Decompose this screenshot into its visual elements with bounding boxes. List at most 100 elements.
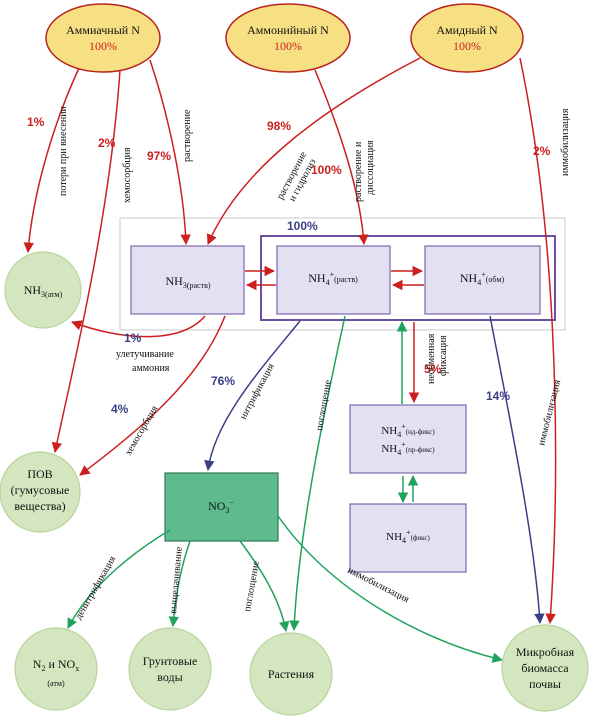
- arrow-nitrification: [204, 320, 301, 472]
- nh3-dissolved-sub: 3(раств): [183, 281, 211, 290]
- pool-nh4-exchangeable: NH4+(обм): [424, 245, 541, 315]
- nh4-exchangeable-base: NH: [460, 271, 478, 285]
- arrow-application-loss: [23, 67, 80, 254]
- pov-line1: ПОВ: [27, 467, 52, 481]
- svg-text:NH4+(раств): NH4+(раств): [308, 270, 358, 287]
- source-amide-name: Амидный N: [436, 23, 498, 37]
- label-ammonia-chemosorption: хемосорбция: [122, 147, 133, 203]
- pct-application-loss: 1%: [27, 115, 45, 129]
- nh4-nd-fiks-base: NH: [381, 425, 397, 437]
- label-nh3-chemosorption: хемосорбция: [123, 404, 161, 458]
- pct-nonexchange-fixation: 5%: [424, 362, 442, 376]
- label-nonexchange-fixation-2: фиксация: [438, 335, 449, 376]
- arrow-ammonia-chemosorption: [51, 69, 121, 454]
- nh4-pr-fiks-sub: 4: [397, 448, 401, 457]
- svg-text:NH3(атм): NH3(атм): [24, 283, 63, 299]
- arrow-nh4-immobilization: [489, 315, 545, 625]
- pov-line2: (гумусовые: [11, 483, 70, 497]
- n2-mid: и NO: [45, 657, 75, 671]
- nh4-fixed-sup: +: [406, 528, 411, 537]
- pct-nh4-immobilization: 14%: [486, 389, 510, 403]
- groundwater-line2: воды: [157, 670, 182, 684]
- svg-text:NH4+(пр-фикс): NH4+(пр-фикс): [381, 440, 435, 457]
- nh4-exchangeable-sup: +: [481, 270, 486, 279]
- nh4-exchangeable-sub: 4: [477, 278, 481, 287]
- no3-sup: −: [229, 498, 234, 507]
- label-application-loss: потери при внесении: [58, 105, 69, 196]
- pov-line3: вещества): [14, 499, 65, 513]
- arrow-volatilization: [71, 315, 206, 338]
- label-amide-immobilization: иммобилизация: [560, 108, 571, 176]
- sink-groundwater: Грунтовые воды: [128, 627, 212, 711]
- svg-text:NH4+(обм): NH4+(обм): [460, 270, 505, 287]
- sink-soil-organic-matter: ПОВ (гумусовые вещества): [0, 451, 81, 533]
- n2-sub: 2: [41, 664, 45, 673]
- arrow-nitrate-immobilization: [277, 515, 504, 663]
- label-leaching: выщелачивание: [168, 546, 185, 614]
- label-denitrification: денитрификация: [73, 554, 118, 622]
- nh4-pr-fiks-sup: +: [401, 440, 406, 449]
- nh4-nd-fiks-state: (нд-фикс): [406, 428, 436, 436]
- pool-nh4-dissolved: NH4+(раств): [276, 245, 391, 315]
- source-ammonium-nitrogen: Аммонийный N 100%: [225, 3, 351, 73]
- nh4-fixed-state: (фикс): [411, 534, 431, 542]
- nh4-dissolved-state: (раств): [334, 275, 358, 284]
- sink-n2-nox-atmosphere: N2 и NOx (атм): [14, 627, 98, 711]
- source-amide-pct: 100%: [453, 39, 481, 53]
- no3-base: NO: [208, 499, 226, 513]
- nh4-pr-fiks-base: NH: [381, 443, 397, 455]
- nh4-exchangeable-state: (обм): [486, 275, 505, 284]
- arrow-nitrate-plant-uptake: [239, 540, 290, 633]
- pct-ammonium-dissociation: 100%: [311, 163, 342, 177]
- source-ammonium-pct: 100%: [274, 39, 302, 53]
- arrow-amide-hydrolysis: [206, 57, 421, 245]
- arrow-ammonia-dissolution: [149, 59, 191, 246]
- svg-text:NH4+(фикс): NH4+(фикс): [386, 528, 430, 545]
- arrow-nh3-chemosorption: [79, 315, 226, 476]
- label-ammonia-dissolution: растворение: [182, 109, 193, 162]
- source-ammonia-name: Аммиачный N: [66, 23, 140, 37]
- n2-base: N: [33, 657, 42, 671]
- nh3-atm-base: NH: [24, 283, 42, 297]
- pool-nh4-fixed: NH4+(фикс): [349, 503, 467, 573]
- sink-plants: Растения: [249, 632, 333, 716]
- label-volatilization-1: улетучивание: [116, 349, 174, 360]
- pct-ammonia-dissolution: 97%: [147, 149, 171, 163]
- sink-microbial-biomass: Микробная биомасса почвы: [501, 624, 589, 712]
- label-ammonium-dissociation-2: диссоциация: [365, 140, 376, 195]
- pct-ammonia-chemosorption: 2%: [98, 136, 116, 150]
- pool-nh4-fixing: NH4+(нд-фикс) NH4+(пр-фикс): [349, 404, 467, 474]
- n2-x: x: [75, 664, 79, 673]
- arrow-amide-immobilization: [519, 57, 557, 625]
- pool-nitrate: NO3−: [164, 472, 279, 542]
- pct-nitrification: 76%: [211, 374, 235, 388]
- svg-text:NO3−: NO3−: [208, 498, 234, 515]
- nh4-fixed-sub: 4: [402, 536, 406, 545]
- source-amide-nitrogen: Амидный N 100%: [410, 3, 524, 73]
- nh4-dissolved-base: NH: [308, 271, 326, 285]
- pct-ammonium-pool: 100%: [287, 219, 318, 233]
- nh3-dissolved-base: NH: [165, 274, 183, 288]
- arrow-ammonium-dissociation: [314, 69, 369, 246]
- arrow-leaching: [168, 540, 191, 628]
- pool-nh3-dissolved: NH3(раств): [130, 245, 245, 315]
- n2-atm: (атм): [47, 679, 65, 688]
- nh3-atm-sub: 3(атм): [41, 290, 63, 299]
- label-ammonium-dissociation-1: растворение и: [353, 141, 364, 202]
- nh4-nd-fiks-sub: 4: [397, 430, 401, 439]
- nh4-dissolved-sup: +: [330, 270, 335, 279]
- nh4-nd-fiks-sup: +: [401, 422, 406, 431]
- sink-nh3-atmosphere: NH3(атм): [4, 251, 82, 329]
- pct-amide-immobilization: 2%: [533, 144, 551, 158]
- micro-line1: Микробная: [516, 645, 575, 659]
- label-nh4-plant-uptake: поглощение: [314, 379, 334, 432]
- nh4-pr-fiks-state: (пр-фикс): [406, 446, 436, 454]
- source-ammonia-nitrogen: Аммиачный N 100%: [45, 3, 161, 73]
- label-nitrate-plant-uptake: поглощение: [242, 560, 262, 613]
- ammonium-group-frame: [260, 235, 556, 321]
- groundwater-line1: Грунтовые: [143, 654, 198, 668]
- arrow-denitrification: [67, 529, 171, 629]
- micro-line2: биомасса: [521, 661, 569, 675]
- no3-sub: 3: [225, 506, 229, 515]
